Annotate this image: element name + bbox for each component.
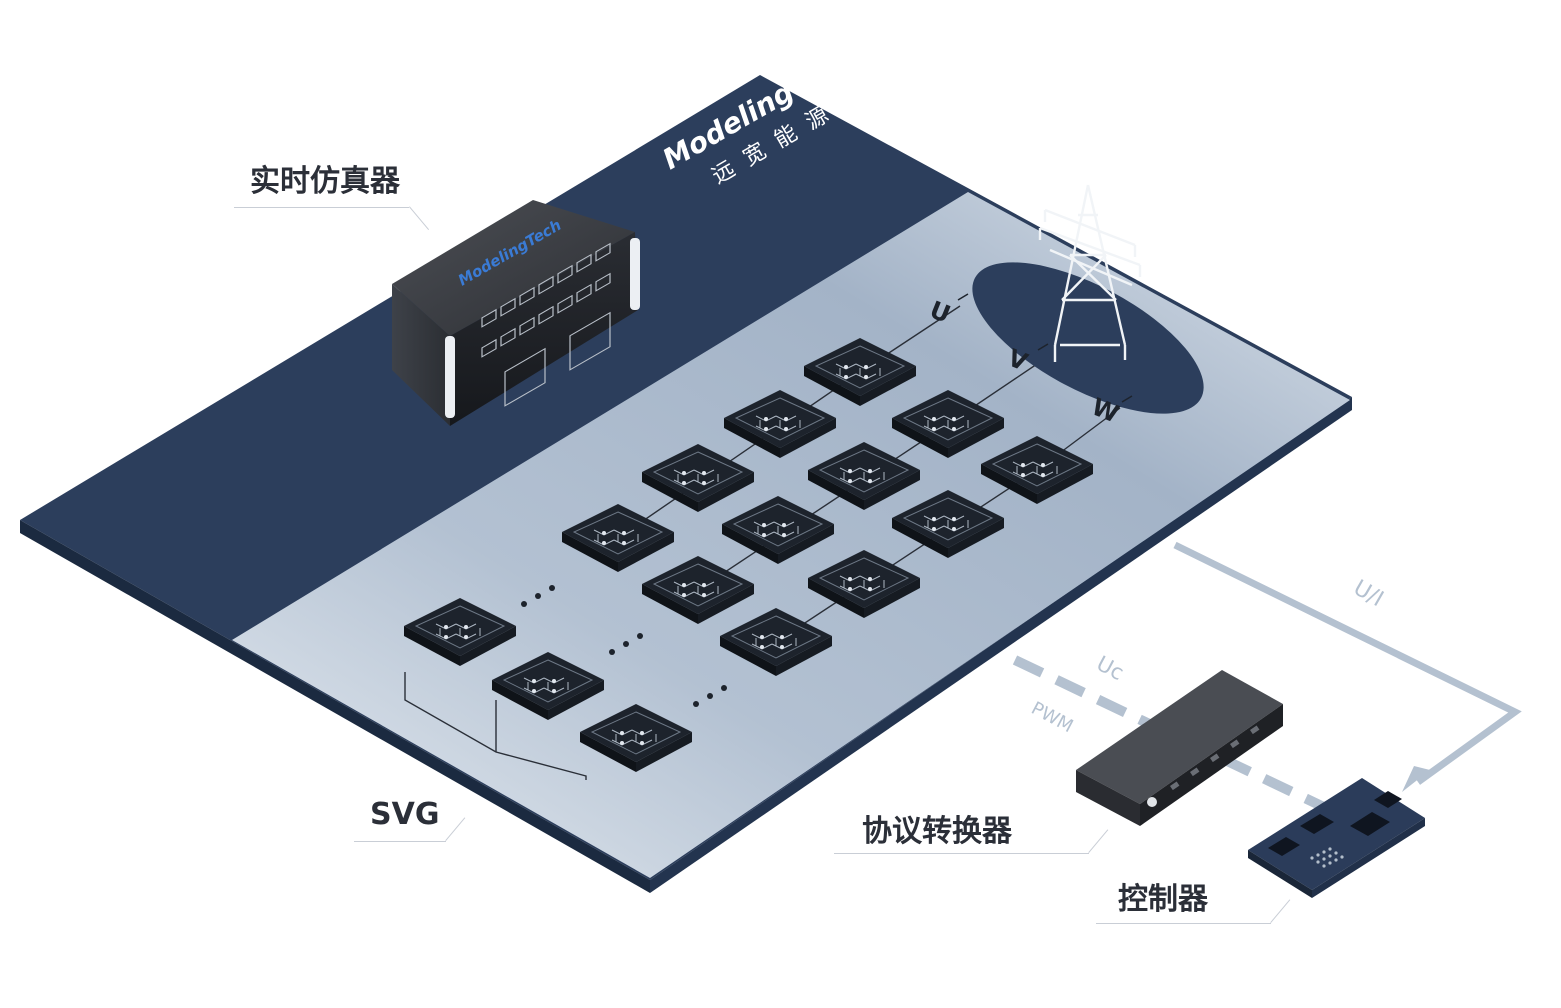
rack-port <box>595 242 611 262</box>
real-time-simulator-rack: ModelingTech <box>392 200 640 426</box>
converter-front <box>1140 704 1283 826</box>
grid-connection <box>972 184 1204 414</box>
controller-board <box>1248 778 1425 898</box>
simulator-label: 实时仿真器 <box>250 164 400 199</box>
platform-edge-left <box>20 520 650 893</box>
svg-label-underline <box>354 841 446 842</box>
rack-port <box>481 308 497 328</box>
pwm-signal-label: PWM <box>1028 698 1077 737</box>
transmission-tower-icon <box>1038 184 1142 362</box>
converter-ports <box>1170 725 1260 791</box>
rack-port <box>538 305 554 325</box>
rack-port <box>576 253 592 273</box>
protocol-converter-device <box>1076 670 1283 826</box>
rack-port <box>500 297 516 317</box>
rack-port <box>576 283 592 303</box>
rack-io-panel <box>569 311 611 371</box>
rack-port <box>519 316 535 336</box>
rack-port <box>519 286 535 306</box>
rack-port <box>595 272 611 292</box>
converter-power-button <box>1147 797 1157 807</box>
converter-top <box>1076 670 1283 804</box>
rack-port <box>538 275 554 295</box>
converter-side <box>1076 770 1140 826</box>
rack-port <box>557 264 573 284</box>
board-top <box>1248 778 1425 890</box>
board-chips <box>1268 791 1402 856</box>
ui-signal-line <box>1173 541 1522 785</box>
converter-label: 协议转换器 <box>862 814 1012 849</box>
controller-label: 控制器 <box>1118 882 1208 917</box>
board-pins <box>1310 847 1344 868</box>
converter-label-underline <box>834 853 1089 854</box>
grid-ellipse <box>972 262 1204 414</box>
rack-ports <box>481 242 611 407</box>
ui-signal-arrow <box>1402 766 1430 792</box>
rack-front <box>450 232 638 426</box>
rack-handle-right <box>630 238 640 310</box>
uc-pwm-signal-line <box>1012 655 1333 815</box>
board-edge-left <box>1248 850 1312 898</box>
ui-signal-label: U/I <box>1349 576 1387 613</box>
svg-label: SVG <box>370 797 440 832</box>
rack-side <box>392 284 450 426</box>
rack-handle-left <box>445 336 455 418</box>
board-edge-right <box>1312 818 1425 898</box>
rack-port <box>481 338 497 358</box>
platform-edge-right <box>650 397 1352 893</box>
rack-top <box>392 200 635 336</box>
rack-port <box>500 327 516 347</box>
rack-port <box>557 294 573 314</box>
rack-io-panel <box>504 347 546 407</box>
simulator-label-underline <box>234 207 409 208</box>
controller-label-underline <box>1096 923 1271 924</box>
uc-signal-label: Uc <box>1093 651 1128 685</box>
ellipsis-dots <box>521 585 727 707</box>
